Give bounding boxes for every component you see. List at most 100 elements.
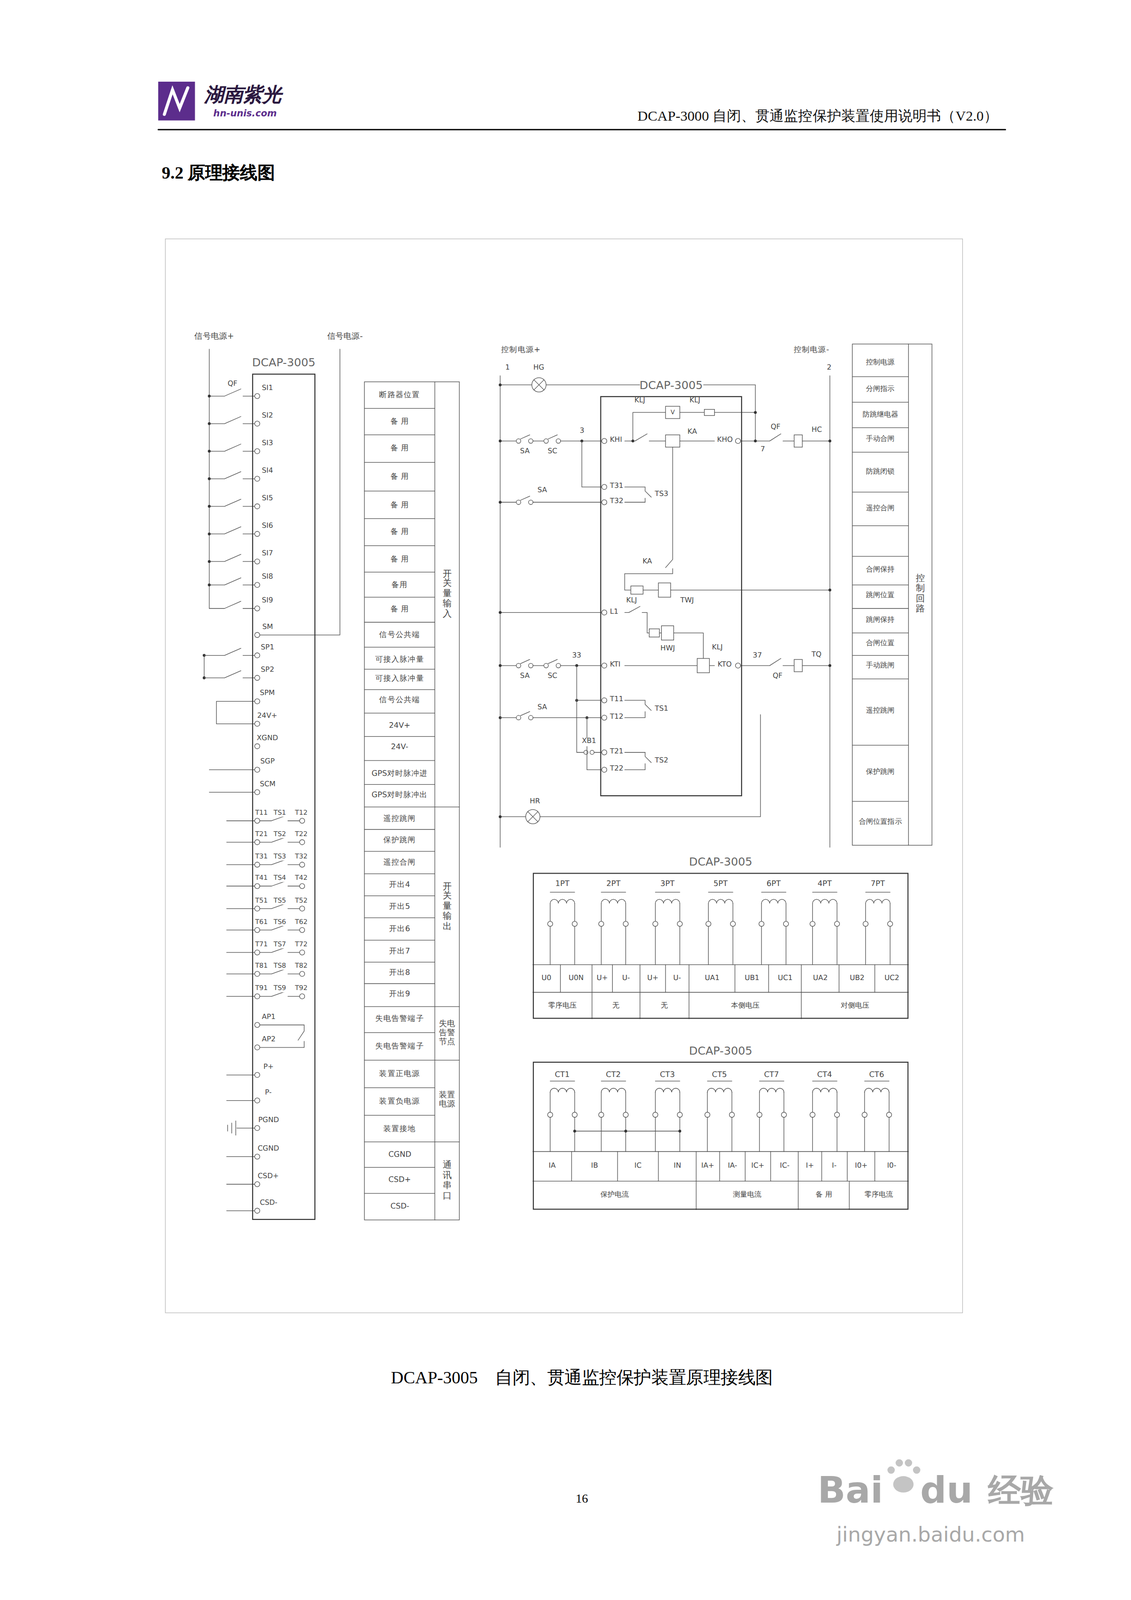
terminal-symbol [729, 1111, 735, 1118]
device-heading: DCAP-3005 [688, 856, 752, 869]
table-rule [364, 646, 435, 648]
junction-dot [828, 439, 832, 443]
resistor-symbol [649, 628, 660, 637]
contact-symbol [226, 836, 300, 843]
watermark: jingyan.baidu.com [836, 1522, 1026, 1546]
transformer-core [707, 1080, 732, 1082]
wire [226, 1210, 255, 1211]
table-rule [846, 1151, 848, 1181]
circuit-label: KLJ [633, 397, 646, 406]
table-rule [364, 940, 435, 941]
table-rule [908, 343, 909, 846]
junction-dot [631, 439, 635, 443]
wire [209, 769, 256, 770]
terminal-name: T72 [294, 940, 308, 948]
table-rule [364, 1087, 435, 1088]
terminal-symbol [254, 743, 260, 749]
wire [731, 1117, 732, 1152]
wire [500, 440, 517, 442]
table-cell: 合闸位置 [865, 639, 895, 648]
terminal-name: T41 [254, 874, 268, 882]
terminal-symbol [601, 697, 608, 704]
circuit-label: TS2 [654, 757, 669, 766]
wire [226, 1156, 255, 1157]
transformer-coil [865, 899, 891, 904]
wire [532, 717, 602, 718]
wire [760, 926, 762, 965]
group-label: 通讯串口 [441, 1160, 452, 1201]
terminal-symbol [299, 950, 305, 956]
terminal-name: IA+ [700, 1162, 715, 1171]
wire [732, 903, 733, 922]
group-label: 失电告警节点 [438, 1019, 457, 1047]
terminal-symbol [759, 921, 765, 927]
terminal-symbol [254, 559, 260, 565]
circuit-label: KLJ [711, 644, 724, 653]
lamp-symbol [532, 377, 547, 392]
terminal-symbol [254, 950, 260, 956]
terminal-symbol [299, 839, 305, 845]
junction-dot [498, 664, 502, 667]
wire [802, 440, 830, 442]
wire [732, 926, 733, 965]
circuit-label: 控制电源+ [500, 345, 541, 355]
table-rule [768, 964, 769, 993]
table-rule [800, 992, 802, 1019]
terminal-symbol [254, 817, 260, 824]
table-cell: 跳闸位置 [865, 591, 895, 600]
table-cell: CSD- [389, 1202, 410, 1211]
table-rule [852, 556, 909, 557]
contact-symbol [740, 658, 795, 666]
table-cell: 开出7 [388, 947, 411, 956]
switch-symbol [209, 601, 256, 609]
switch-symbol [204, 648, 255, 656]
logo-text: 湖南紫光 [203, 84, 283, 106]
terminal-name: P+ [262, 1063, 275, 1072]
contact-name: TS9 [273, 984, 287, 992]
contact-symbol [226, 903, 300, 909]
terminal-symbol [254, 789, 260, 795]
junction-dot [498, 383, 502, 387]
wire [759, 1092, 760, 1112]
terminal-symbol [254, 448, 260, 454]
terminal-name: P- [264, 1089, 273, 1098]
terminal-name: T32 [294, 852, 308, 860]
switch-symbol [209, 471, 256, 479]
wire [673, 632, 704, 659]
junction-dot [498, 439, 502, 443]
wire [203, 655, 205, 678]
table-rule [734, 964, 736, 993]
table-rule [695, 1151, 697, 1181]
lamp-symbol [525, 809, 541, 824]
terminal-symbol [254, 1181, 260, 1187]
circuit-label: 2 [826, 364, 833, 373]
switch-symbol [543, 438, 549, 444]
lamp-symbol [533, 379, 544, 390]
table-cell: 本侧电压 [730, 1001, 761, 1010]
contact-symbol [740, 433, 795, 441]
table-cell: 备 用 [389, 472, 410, 482]
table-cell: 断路器位置 [378, 390, 421, 400]
terminal-symbol [254, 531, 260, 537]
terminal-name: IB [590, 1162, 599, 1171]
transformer-coil [761, 899, 787, 904]
group-label: 装置电源 [438, 1091, 457, 1110]
circuit-label: TS1 [654, 705, 669, 714]
table-cell: 无 [611, 1001, 620, 1010]
transformer-coil [655, 1088, 681, 1093]
table-cell: 信号公共端 [378, 696, 421, 705]
table-rule [364, 1167, 435, 1168]
circuit-label: T11 [609, 696, 624, 705]
transformer-core [655, 1080, 681, 1082]
table-cell: 备 用 [389, 527, 410, 537]
terminal-symbol [299, 927, 305, 933]
contact-symbol [259, 1025, 305, 1048]
wire [560, 665, 602, 666]
wire [550, 903, 551, 922]
transformer-core [865, 892, 891, 893]
terminal-name: SCM [259, 780, 276, 789]
transformer-name: 4PT [817, 879, 833, 889]
terminal-name: T11 [254, 808, 268, 817]
